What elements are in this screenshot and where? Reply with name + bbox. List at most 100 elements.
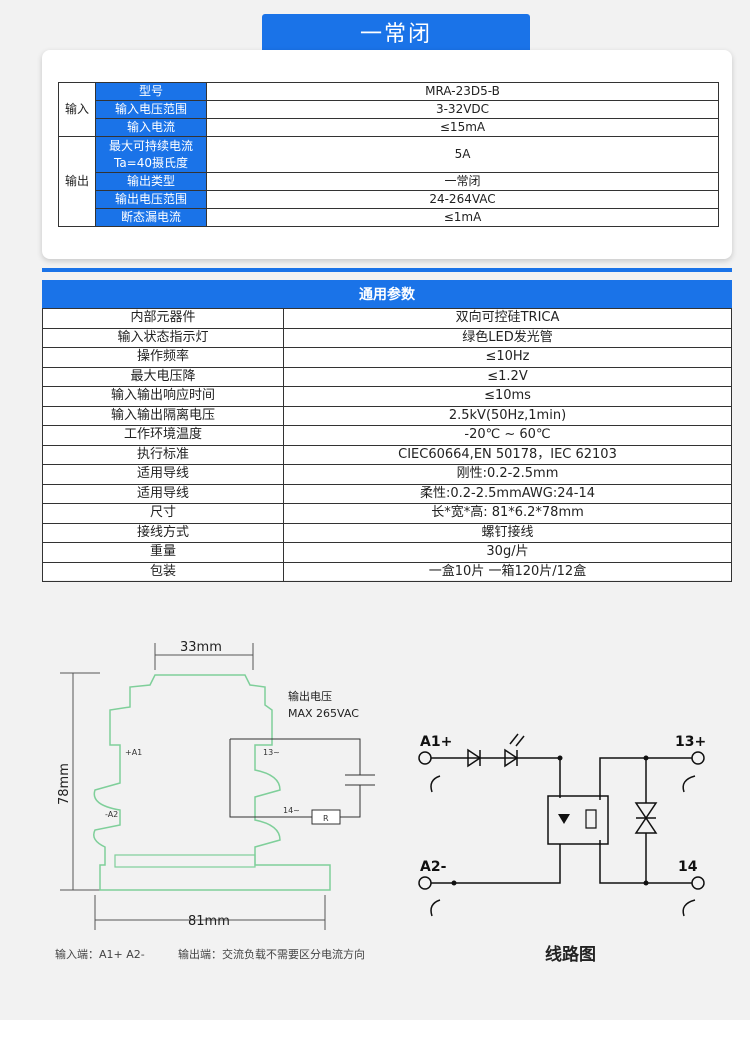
general-param-key: 工作环境温度 [42, 425, 284, 446]
spec-key-max-current: 最大可持续电流 Ta=40摄氏度 [95, 136, 207, 173]
general-param-key: 尺寸 [42, 503, 284, 524]
general-param-value: 绿色LED发光管 [283, 327, 732, 348]
general-param-value: 30g/片 [283, 542, 732, 563]
general-param-row: 最大电压降≤1.2V [42, 366, 732, 387]
spec-key-in-voltage: 输入电压范围 [95, 100, 207, 119]
input-note: 输入端：A1+ A2- [55, 948, 145, 961]
led-diode [504, 748, 519, 768]
spec-table: 输入 型号 MRA-23D5-B 输入电压范围 3-32VDC 输入电流 ≤15… [58, 82, 719, 227]
output-voltage-label: 输出电压 [288, 689, 332, 703]
terminal-a1-clip [430, 775, 441, 793]
circuit-13-label: 13+ [675, 734, 706, 750]
triac-down [634, 816, 658, 834]
terminal-14: 14~ [283, 806, 300, 815]
circuit-diagram: A1+ A2- 13+ 14 [418, 733, 706, 917]
general-param-key: 适用导线 [42, 464, 284, 485]
section-divider [42, 268, 732, 272]
spec-card: 输入 型号 MRA-23D5-B 输入电压范围 3-32VDC 输入电流 ≤15… [42, 50, 732, 259]
opto-led [558, 814, 570, 824]
general-param-row: 尺寸长*宽*高: 81*6.2*78mm [42, 503, 732, 524]
general-param-value: 螺钉接线 [283, 522, 732, 543]
general-param-value: 2.5kV(50Hz,1min) [283, 405, 732, 426]
node-13 [643, 755, 649, 761]
spec-val-leak: ≤1mA [206, 208, 719, 227]
general-param-key: 输入输出隔离电压 [42, 405, 284, 426]
general-param-key: 适用导线 [42, 483, 284, 504]
general-param-key: 执行标准 [42, 444, 284, 465]
terminal-a2-circle [418, 876, 432, 890]
general-param-value: ≤1.2V [283, 366, 732, 387]
dim-width-bottom: 81mm [188, 914, 230, 929]
terminal-14-circle [691, 876, 705, 890]
spec-val-model: MRA-23D5-B [206, 82, 719, 101]
circuit-14-label: 14 [678, 859, 698, 875]
general-param-key: 最大电压降 [42, 366, 284, 387]
general-param-row: 输入输出响应时间≤10ms [42, 386, 732, 407]
spec-key-max-current-line1: 最大可持续电流 [108, 138, 193, 153]
general-param-key: 重量 [42, 542, 284, 563]
terminal-13-circle [691, 751, 705, 765]
general-param-value: CIEC60664,EN 50178，IEC 62103 [283, 444, 732, 465]
general-param-row: 适用导线刚性:0.2-2.5mm [42, 464, 732, 485]
general-param-row: 接线方式螺钉接线 [42, 522, 732, 543]
general-param-value: 一盒10片 一箱120片/12盒 [283, 561, 732, 582]
dim-width-top: 33mm [180, 640, 222, 655]
wire-13 [230, 738, 361, 775]
terminal-13: 13~ [263, 748, 280, 757]
output-note: 输出端：交流负载不需要区分电流方向 [178, 948, 365, 961]
spec-key-max-current-line2: Ta=40摄氏度 [113, 155, 189, 170]
general-param-value: ≤10Hz [283, 347, 732, 368]
spec-key-leak: 断态漏电流 [95, 208, 207, 227]
input-group-label: 输入 [58, 82, 96, 137]
spec-val-in-current: ≤15mA [206, 118, 719, 137]
general-param-row: 工作环境温度-20℃ ~ 60℃ [42, 425, 732, 446]
spec-key-out-voltage: 输出电压范围 [95, 190, 207, 209]
opto-transistor [585, 809, 597, 829]
general-param-value: 柔性:0.2-2.5mmAWG:24-14 [283, 483, 732, 504]
spec-val-out-voltage: 24-264VAC [206, 190, 719, 209]
resistor-label: R [323, 814, 329, 823]
dimension-drawing: 33mm 78mm 81mm 输出电压 MAX 265VAC +A1 -A2 1… [57, 640, 375, 930]
optocoupler-box [547, 795, 609, 845]
general-param-value: -20℃ ~ 60℃ [283, 425, 732, 446]
output-group-label: 输出 [58, 136, 96, 227]
general-param-key: 输入状态指示灯 [42, 327, 284, 348]
circuit-title: 线路图 [545, 945, 596, 965]
relay-outline [93, 674, 331, 891]
node-a1 [557, 755, 563, 761]
circuit-a1-label: A1+ [420, 734, 452, 750]
triac-up [634, 802, 658, 820]
terminal-13-clip [682, 775, 696, 793]
led-arrow-2 [515, 735, 525, 747]
general-param-row: 适用导线柔性:0.2-2.5mmAWG:24-14 [42, 483, 732, 504]
dim-height: 78mm [57, 763, 72, 805]
general-param-key: 操作频率 [42, 347, 284, 368]
led-arrow-1 [509, 733, 519, 745]
general-params-title: 通用参数 [42, 280, 732, 308]
wire-14 [229, 739, 312, 818]
general-param-value: 长*宽*高: 81*6.2*78mm [283, 503, 732, 524]
diode-1 [467, 748, 482, 768]
spec-val-max-current: 5A [206, 136, 719, 173]
general-param-key: 接线方式 [42, 522, 284, 543]
general-param-key: 输入输出响应时间 [42, 386, 284, 407]
spec-key-in-current: 输入电流 [95, 118, 207, 137]
general-param-row: 输入状态指示灯绿色LED发光管 [42, 327, 732, 348]
wire-load [340, 785, 361, 818]
general-param-value: ≤10ms [283, 386, 732, 407]
spec-val-out-type: 一常闭 [206, 172, 719, 191]
general-param-value: 刚性:0.2-2.5mm [283, 464, 732, 485]
spec-val-in-voltage: 3-32VDC [206, 100, 719, 119]
wire-13 [599, 757, 692, 800]
general-param-row: 操作频率≤10Hz [42, 347, 732, 368]
node-14 [643, 880, 649, 886]
general-param-key: 内部元器件 [42, 308, 284, 329]
bottom-band [0, 1020, 750, 1049]
circuit-a2-label: A2- [420, 859, 447, 875]
terminal-a1-circle [418, 751, 432, 765]
general-param-value: 双向可控硅TRICA [283, 308, 732, 329]
